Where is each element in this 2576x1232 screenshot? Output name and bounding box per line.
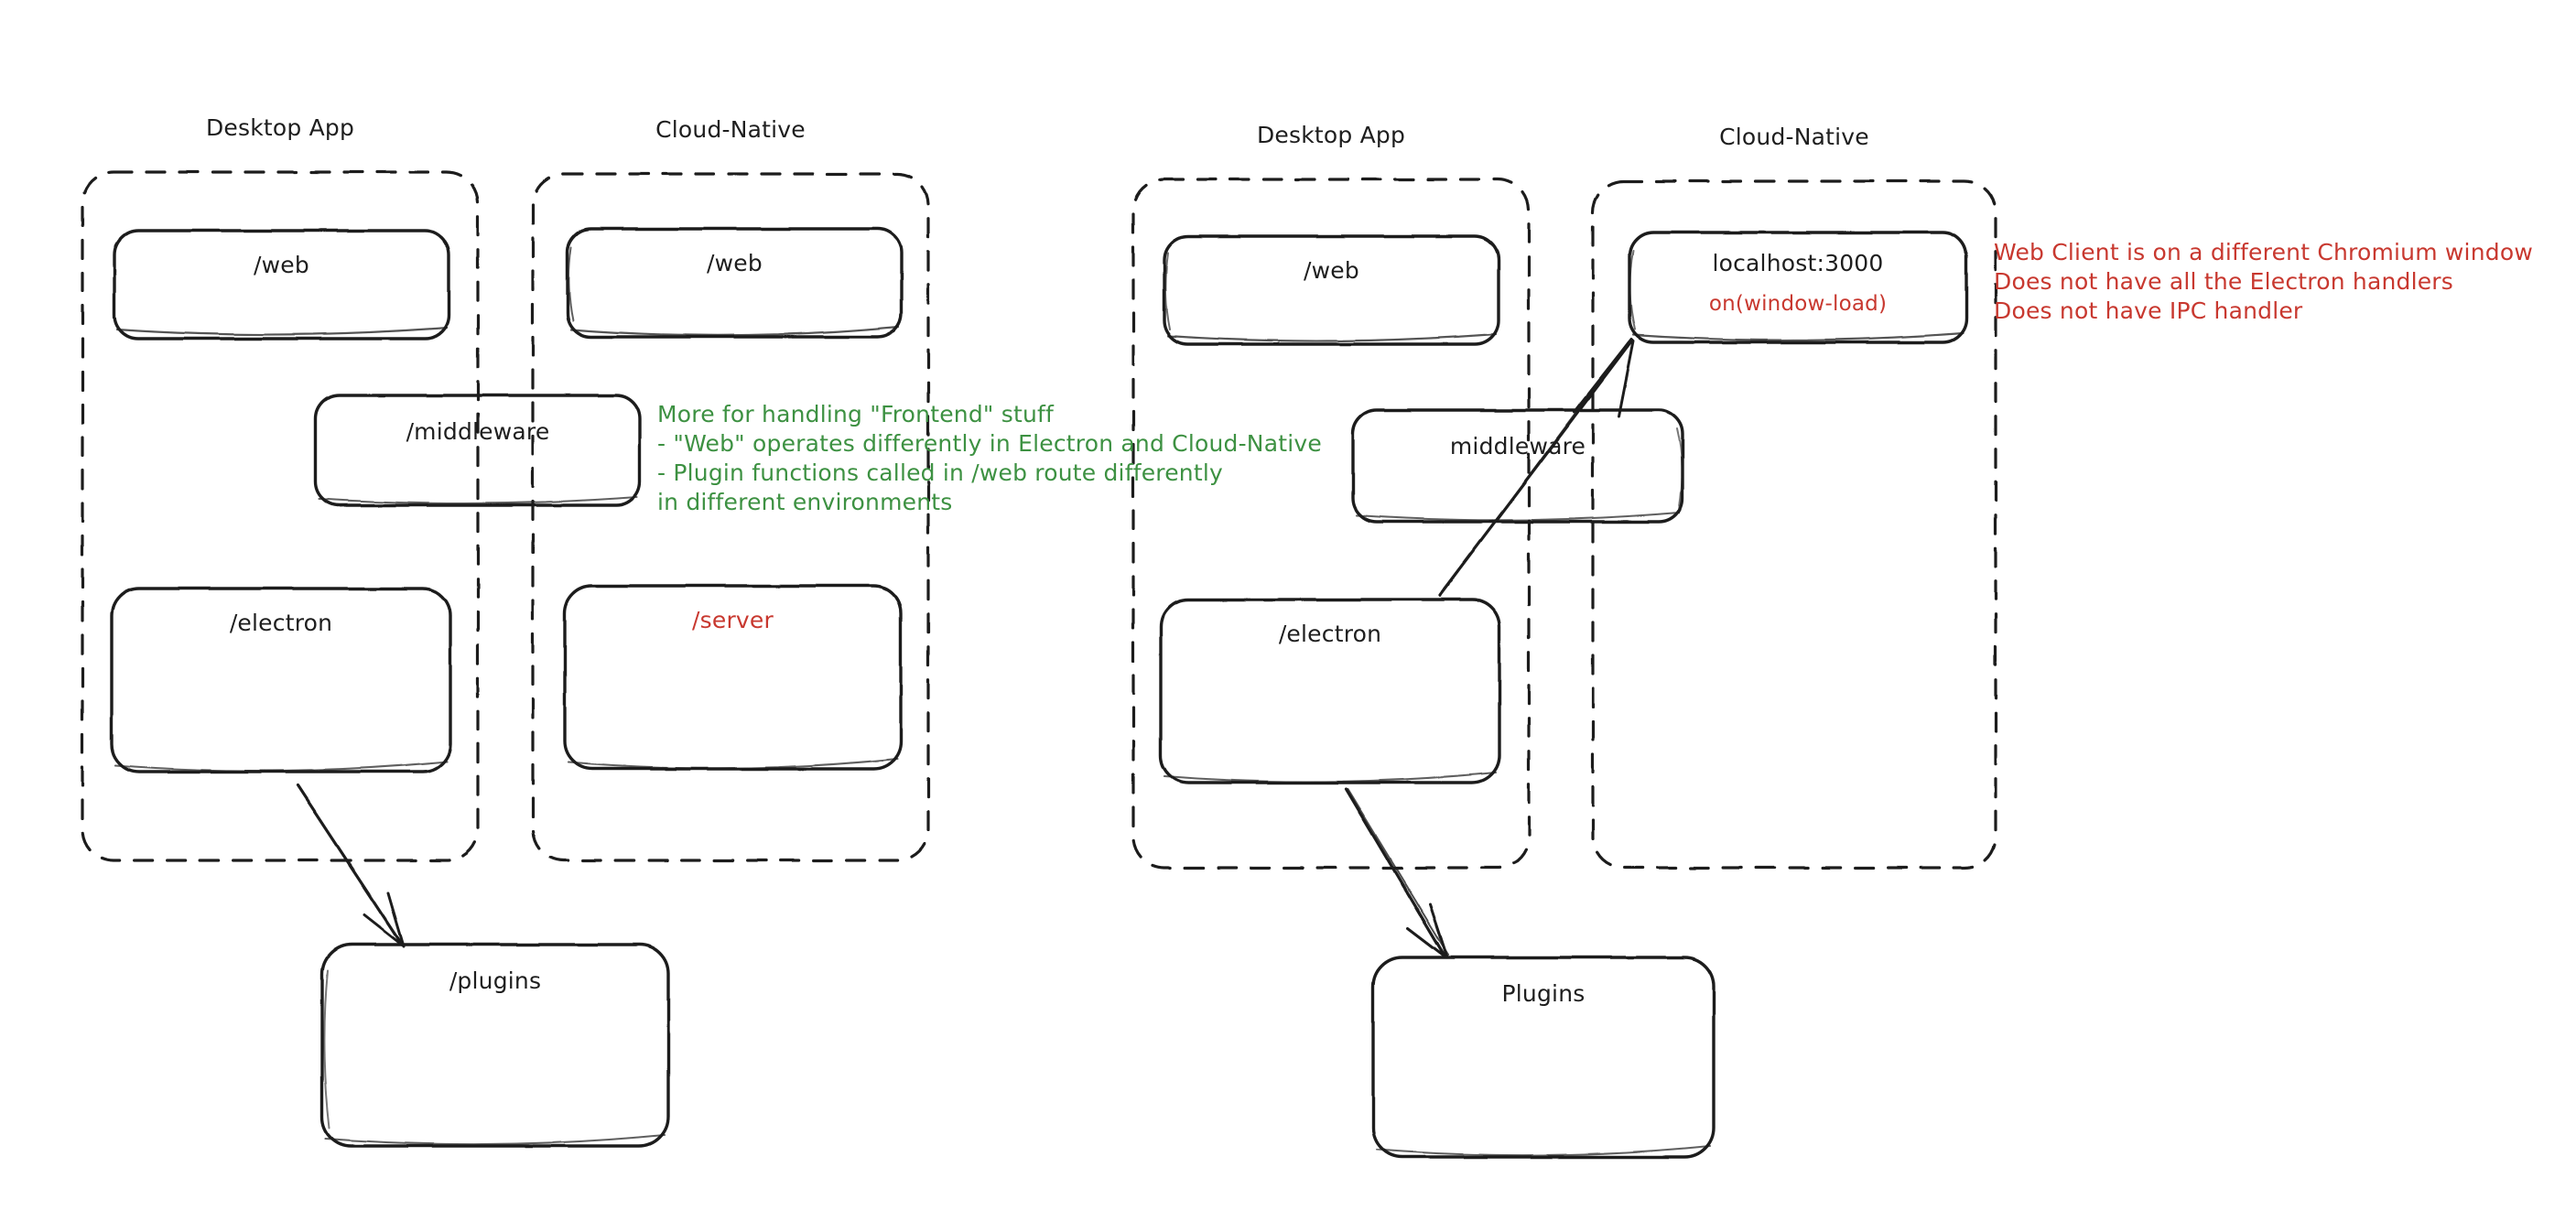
node-label-right-middleware[interactable]: middleware bbox=[1449, 433, 1586, 459]
node-shape-right-plugins bbox=[1371, 956, 1716, 1159]
node-shape-right-electron bbox=[1159, 598, 1501, 784]
group-frame-right-desktop-app bbox=[1131, 178, 1531, 870]
node-label-left-electron[interactable]: /electron bbox=[229, 610, 333, 636]
node-shape-left-plugins bbox=[320, 943, 670, 1148]
node-label-left-cloud-web[interactable]: /web bbox=[707, 250, 763, 276]
red-note-line-3: Does not have IPC handler bbox=[1994, 297, 2303, 324]
group-frame-left-cloud-native bbox=[531, 172, 930, 862]
node-shape-left-desktop-web bbox=[113, 229, 450, 340]
node-sublabel-right-localhost-on-window-load: on(window-load) bbox=[1708, 292, 1888, 316]
group-frame-right-cloud-native bbox=[1591, 179, 1997, 870]
green-note-line-2: - "Web" operates differently in Electron… bbox=[657, 430, 1322, 457]
node-shape-left-server bbox=[563, 584, 903, 771]
group-label-left-cloud-native: Cloud-Native bbox=[655, 116, 806, 143]
node-shape-right-desktop-web bbox=[1163, 234, 1500, 346]
node-label-right-desktop-web[interactable]: /web bbox=[1304, 257, 1359, 284]
arrow-right-electron-to-localhost bbox=[1438, 338, 1635, 598]
node-label-right-plugins[interactable]: Plugins bbox=[1501, 980, 1586, 1007]
green-note-line-3: - Plugin functions called in /web route … bbox=[657, 459, 1223, 486]
group-label-right-cloud-native: Cloud-Native bbox=[1719, 124, 1869, 150]
red-note-line-2: Does not have all the Electron handlers bbox=[1994, 268, 2454, 295]
group-label-right-desktop-app: Desktop App bbox=[1256, 122, 1406, 148]
green-note-line-1: More for handling "Frontend" stuff bbox=[657, 401, 1055, 427]
node-label-left-server[interactable]: /server bbox=[692, 607, 774, 633]
node-shape-left-cloud-web bbox=[566, 227, 904, 339]
node-shape-left-middleware bbox=[314, 394, 642, 507]
node-shape-right-localhost bbox=[1628, 231, 1968, 344]
red-note: Web Client is on a different Chromium wi… bbox=[1994, 238, 2533, 326]
group-frame-left-desktop-app bbox=[81, 170, 480, 862]
node-shape-right-middleware bbox=[1351, 408, 1684, 524]
node-label-right-electron[interactable]: /electron bbox=[1278, 621, 1382, 647]
arrow-right-electron-to-plugins bbox=[1344, 787, 1449, 959]
green-note-line-4: in different environments bbox=[657, 489, 953, 515]
green-note: More for handling "Frontend" stuff - "We… bbox=[657, 400, 1322, 517]
node-label-left-desktop-web[interactable]: /web bbox=[254, 252, 309, 278]
group-label-left-desktop-app: Desktop App bbox=[205, 114, 355, 141]
node-label-left-middleware[interactable]: /middleware bbox=[406, 418, 550, 445]
node-label-left-plugins[interactable]: /plugins bbox=[449, 967, 542, 994]
arrow-left-electron-to-plugins bbox=[296, 784, 406, 948]
node-label-right-localhost[interactable]: localhost:3000 bbox=[1712, 250, 1884, 276]
red-note-line-1: Web Client is on a different Chromium wi… bbox=[1994, 239, 2533, 265]
node-shape-left-electron bbox=[110, 587, 452, 773]
